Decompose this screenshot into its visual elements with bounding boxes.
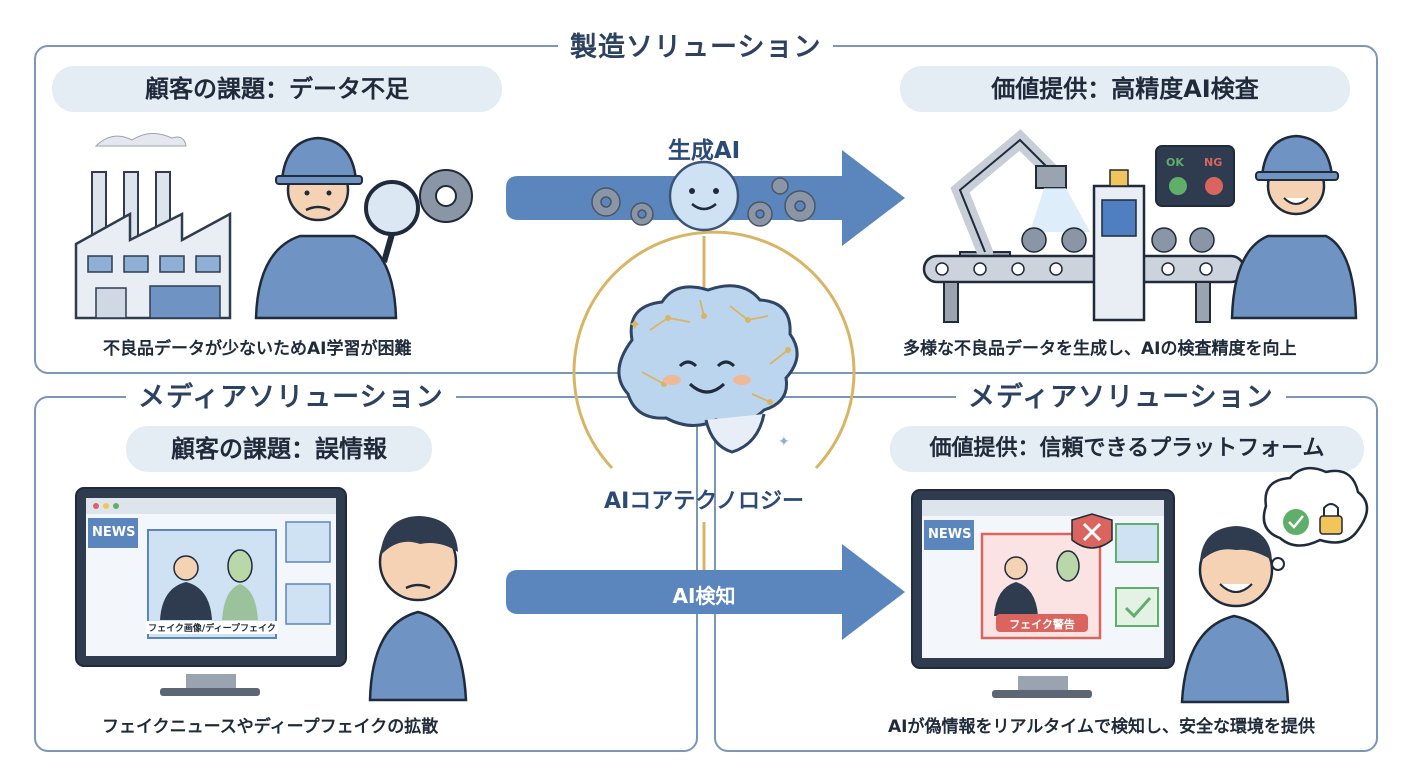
news-monitor-right <box>912 490 1174 698</box>
svg-text:✦: ✦ <box>628 315 641 334</box>
news-monitor-left <box>76 488 346 696</box>
svg-text:✦: ✦ <box>778 434 790 450</box>
factory-illustration <box>76 133 230 318</box>
ai-brain-icon <box>619 286 797 452</box>
ai-detection-label: AI検知 <box>654 580 754 609</box>
happy-person-illustration <box>1182 526 1288 702</box>
ai-smile-face-icon <box>670 162 738 230</box>
smiling-worker-illustration <box>1232 136 1356 318</box>
ai-core-technology-label: AIコアテクノロジー <box>574 483 834 515</box>
magnifier-gear-icon <box>366 170 472 262</box>
fake-warning-label: フェイク警告 <box>996 616 1088 632</box>
fake-image-label: フェイク画像/ディープフェイク <box>146 621 278 634</box>
news-label-right: NEWS <box>928 527 971 542</box>
screen-ng-label: NG <box>1204 156 1222 169</box>
thinking-person-illustration <box>370 516 466 700</box>
screen-ok-label: OK <box>1166 156 1184 169</box>
generative-ai-label: 生成AI <box>654 131 754 165</box>
conveyor-belt-illustration <box>924 228 1244 322</box>
trust-thought-bubble-icon <box>1262 468 1367 584</box>
news-label-left: NEWS <box>92 525 135 540</box>
